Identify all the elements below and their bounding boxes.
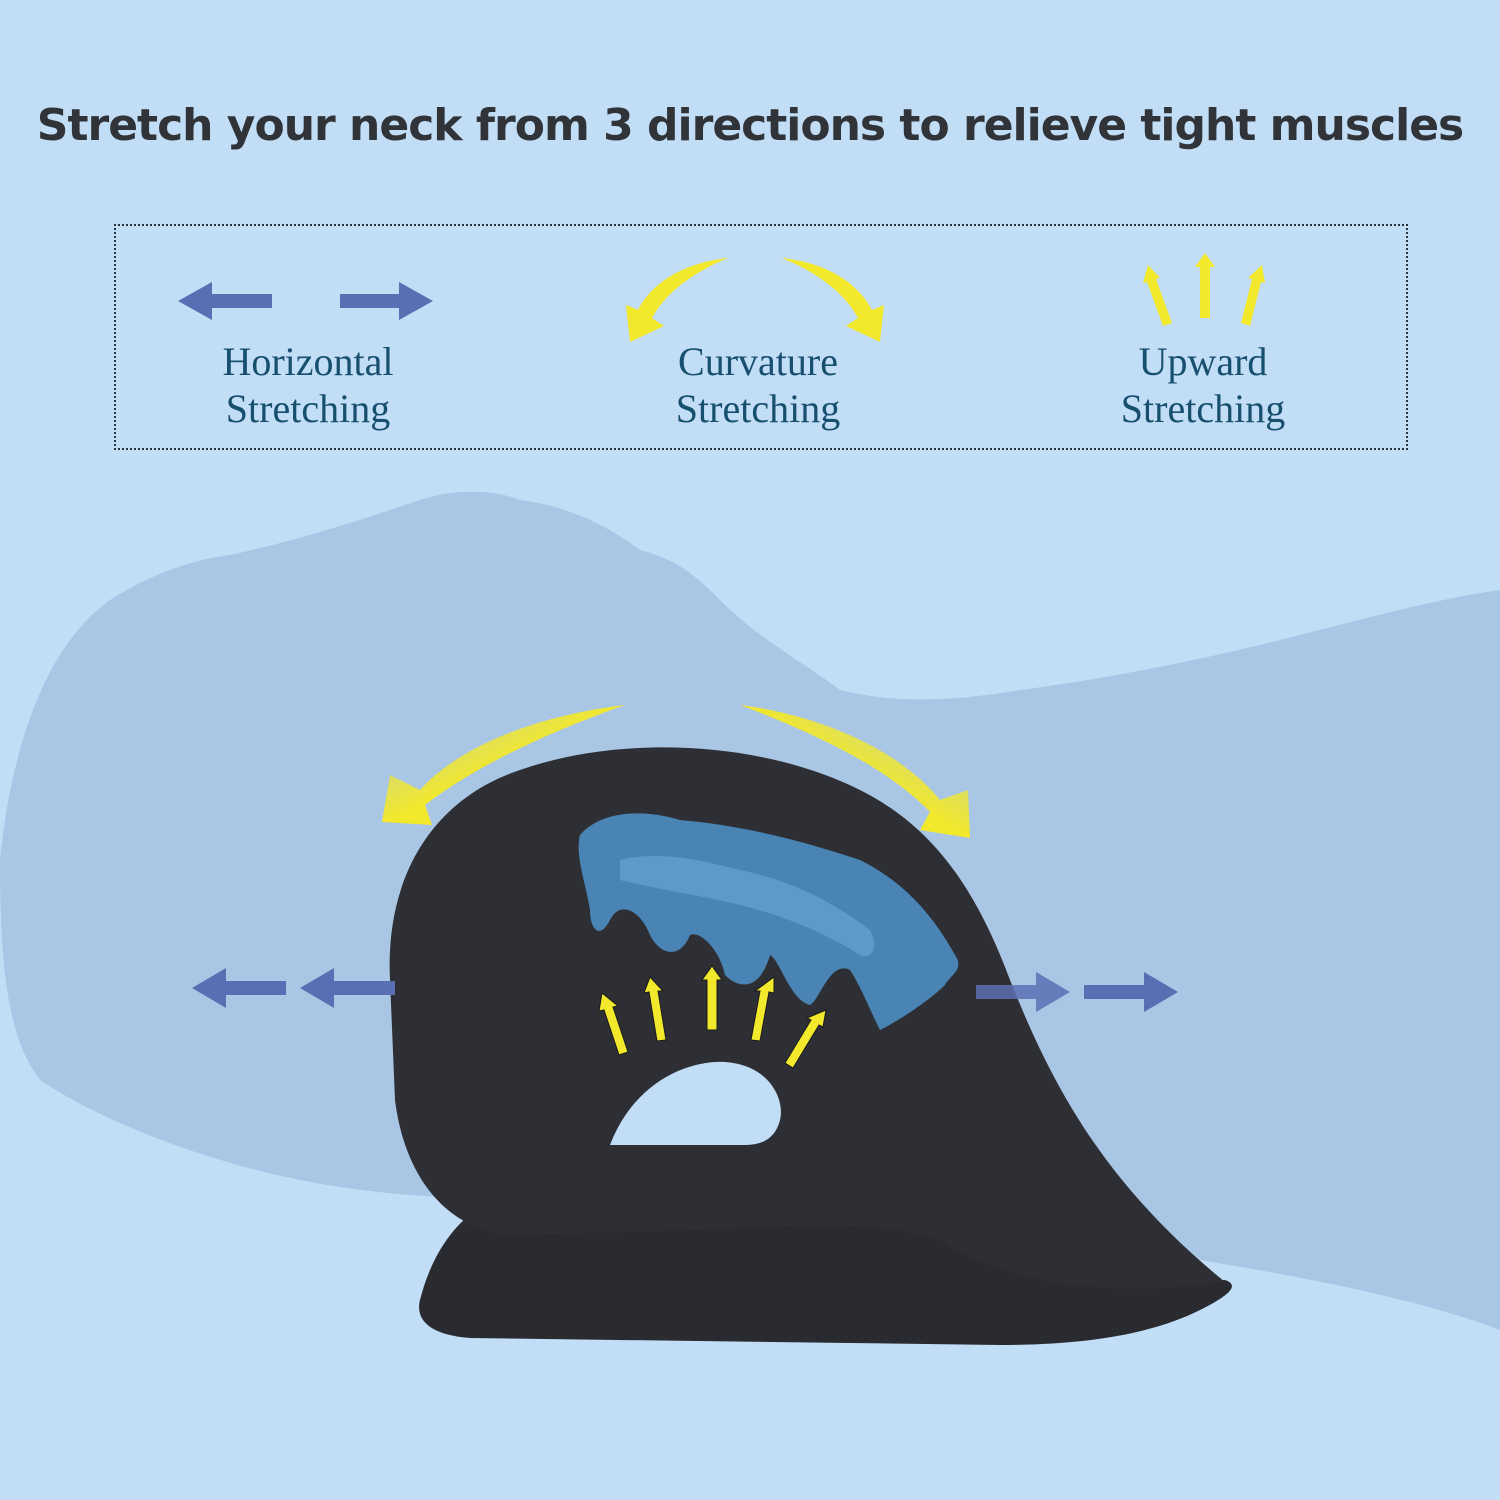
stretch-legend bbox=[114, 224, 1408, 450]
page-title: Stretch your neck from 3 directions to r… bbox=[36, 100, 1464, 151]
pillow-base bbox=[419, 1215, 1232, 1345]
horizontal-arrows-right-icon bbox=[976, 972, 1178, 1012]
horizontal-arrows-left-icon bbox=[192, 968, 395, 1008]
upward-arrows-on-pillow-icon bbox=[598, 965, 827, 1069]
pillow-hole bbox=[610, 1061, 781, 1145]
person-silhouette bbox=[0, 491, 1500, 1330]
legend-label-upward: Upward Stretching bbox=[1120, 339, 1286, 431]
legend-label-horizontal: Horizontal Stretching bbox=[222, 339, 394, 431]
spine-overlay bbox=[578, 813, 959, 1030]
legend-label-curvature: Curvature Stretching bbox=[675, 339, 841, 431]
curvature-arrows-icon bbox=[382, 705, 970, 838]
pillow-body bbox=[389, 747, 1225, 1289]
